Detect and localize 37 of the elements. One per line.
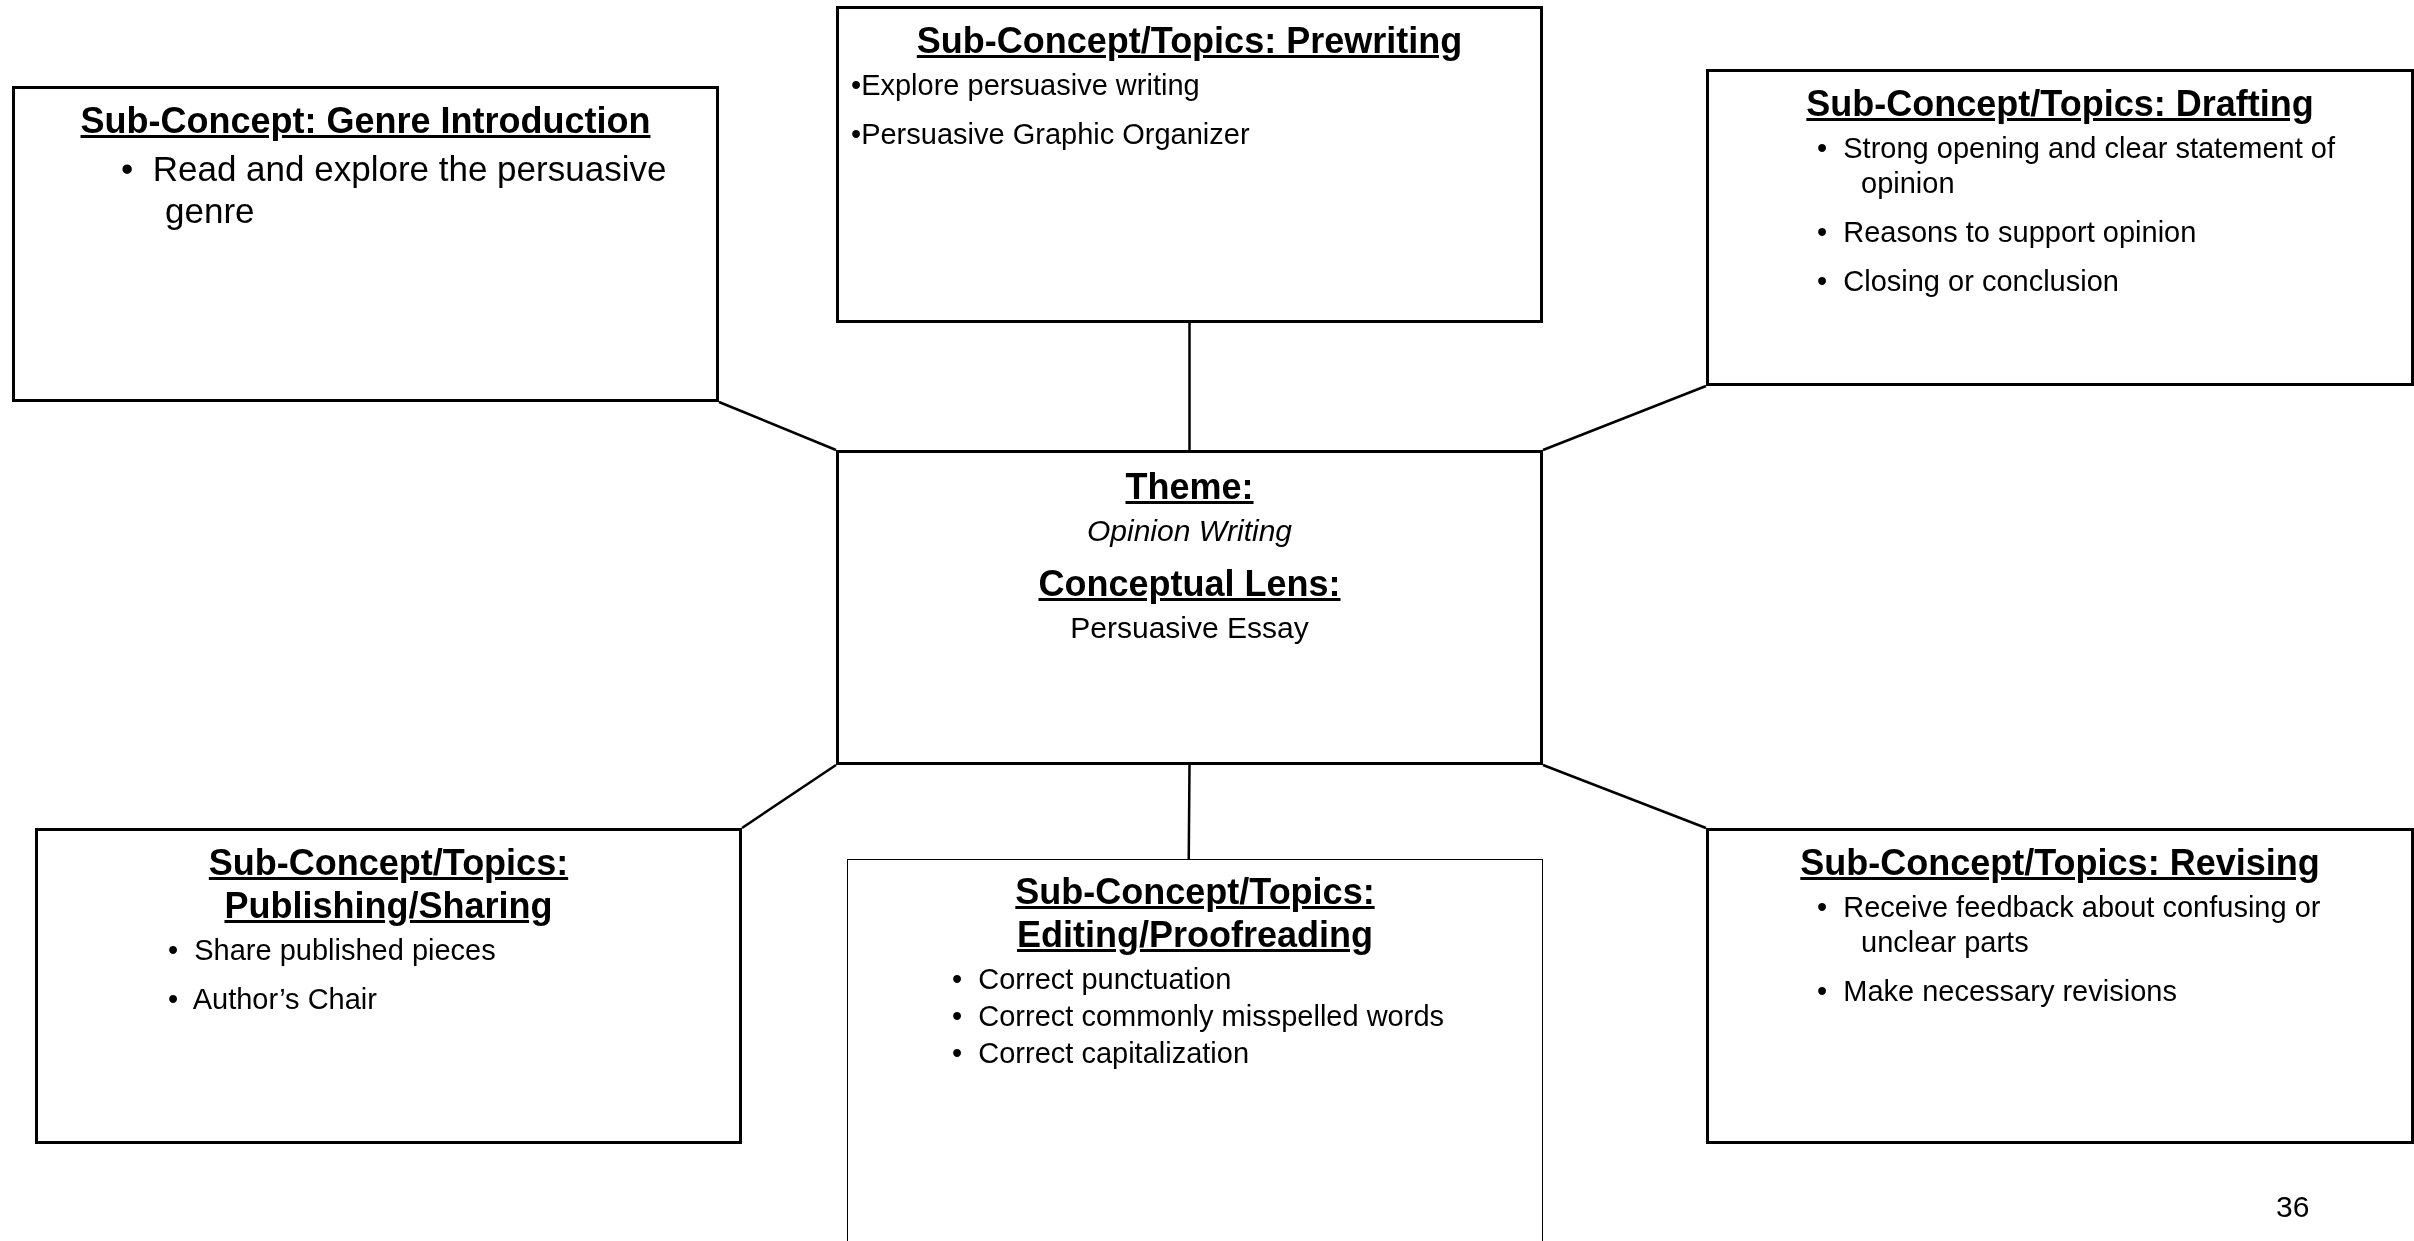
bullet-item: • Reasons to support opinion: [1817, 214, 2198, 250]
heading: Sub-Concept: Genre Introduction: [79, 99, 652, 143]
connector-line: [1188, 323, 1191, 450]
bullet-item: • Closing or conclusion: [1817, 263, 2120, 299]
topic-box: [12, 86, 719, 402]
heading: Theme:: [1124, 465, 1255, 509]
heading: Sub-Concept/Topics: Revising: [1799, 841, 2321, 885]
topic-box: [35, 828, 742, 1144]
bullet-item: • Correct punctuation: [952, 962, 1233, 998]
connector-line: [718, 400, 837, 452]
connector-line: [1187, 765, 1191, 859]
bullet-item: •Explore persuasive writing: [851, 68, 1201, 103]
bullet-item: • Make necessary revisions: [1817, 973, 2178, 1009]
bullet-item: •Persuasive Graphic Organizer: [851, 117, 1251, 152]
bullet-item: • Read and explore the persuasive genre: [121, 148, 668, 233]
theme-box: [836, 450, 1543, 765]
bullet-item: • Correct commonly misspelled words: [952, 999, 1445, 1034]
page-number: 36: [2276, 1190, 2310, 1224]
bullet-item: • Strong opening and clear statement of opinion: [1817, 131, 2336, 201]
bullet-item: • Correct capitalization: [952, 1035, 1251, 1071]
heading: Sub-Concept/Topics: Editing/Proofreading: [1014, 870, 1376, 957]
bullet-item: • Author’s Chair: [168, 982, 378, 1017]
heading: Sub-Concept/Topics: Publishing/Sharing: [207, 841, 570, 928]
heading: Sub-Concept/Topics: Drafting: [1805, 82, 2315, 126]
heading: Conceptual Lens:: [1037, 562, 1342, 606]
topic-box: [1706, 69, 2414, 386]
bullet-item: • Share published pieces: [168, 933, 497, 969]
topic-box: [836, 6, 1543, 323]
topic-box: [1706, 828, 2414, 1144]
connector-line: [1542, 384, 1707, 452]
theme-text: Opinion Writing: [1085, 514, 1294, 549]
bullet-item: • Receive feedback about confusing or unclear parts: [1817, 890, 2322, 960]
heading: Sub-Concept/Topics: Prewriting: [915, 19, 1464, 63]
connector-line: [1542, 763, 1707, 830]
connector-line: [741, 763, 837, 830]
topic-box: [847, 859, 1543, 1241]
lens-text: Persuasive Essay: [1069, 611, 1310, 646]
